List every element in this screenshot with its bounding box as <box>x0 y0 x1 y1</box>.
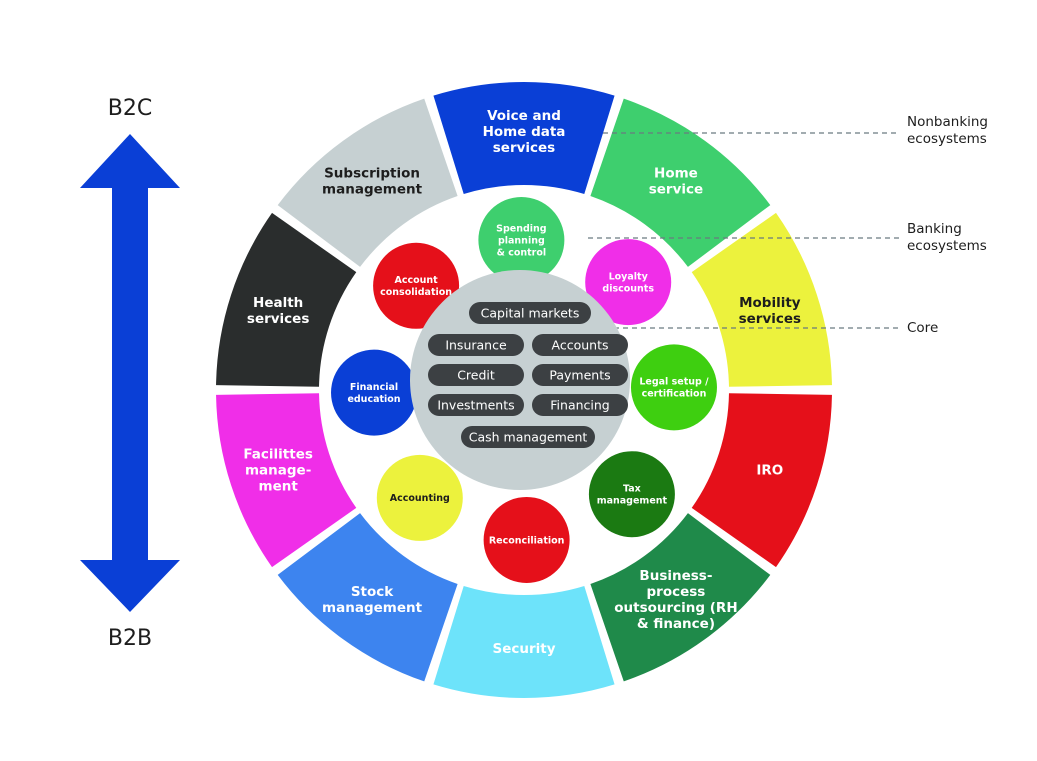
segment-security <box>433 585 615 698</box>
circle-financial-education <box>331 349 418 436</box>
segment-iro <box>691 393 832 568</box>
core-pill-label-investments: Investments <box>437 398 514 413</box>
circle-legal-setup-certification <box>630 344 717 431</box>
circle-reconciliation <box>483 496 570 583</box>
b2c-b2b-double-arrow <box>80 134 180 612</box>
b2b-label: B2B <box>107 626 153 651</box>
core-pill-cash-management <box>461 426 595 448</box>
core-label: Core <box>907 320 939 336</box>
core-pill-label-cash-management: Cash management <box>469 430 588 445</box>
segment-home-service <box>590 98 771 267</box>
b2c-label: B2C <box>107 96 153 121</box>
segment-voice-and-home-data-services <box>433 82 615 195</box>
core-pill-accounts <box>532 334 628 356</box>
core-pill-credit <box>428 364 524 386</box>
core-pill-capital-markets <box>469 302 591 324</box>
segment-label-iro: IRO <box>756 463 783 479</box>
core-pill-payments <box>532 364 628 386</box>
core-pill-financing <box>532 394 628 416</box>
segment-mobility-services <box>691 212 832 387</box>
circle-spending-planning-control <box>478 197 565 284</box>
circle-label-legal-setup-certification: Legal setup /certification <box>639 377 709 400</box>
segment-facilittes-manage-ment <box>216 393 357 568</box>
segment-stock-management <box>277 513 458 682</box>
core-pill-label-credit: Credit <box>457 368 495 383</box>
core-pill-label-accounts: Accounts <box>552 338 609 353</box>
core-pill-label-payments: Payments <box>549 368 610 383</box>
circle-accounting <box>376 454 463 541</box>
core-pill-investments <box>428 394 524 416</box>
core-pill-label-financing: Financing <box>550 398 609 413</box>
segment-subscription-management <box>277 98 458 267</box>
circle-label-reconciliation: Reconciliation <box>489 535 565 546</box>
segment-health-services <box>216 212 357 387</box>
segment-label-security: Security <box>492 641 555 657</box>
circle-label-accounting: Accounting <box>390 493 450 504</box>
core-pill-insurance <box>428 334 524 356</box>
core-pill-label-insurance: Insurance <box>445 338 507 353</box>
nonbanking-ecosystems-label: Nonbanking ecosystems <box>907 114 989 147</box>
segment-business-process-outsourcing-rh-finance <box>590 513 771 682</box>
circle-loyalty-discounts <box>585 239 672 326</box>
core-pill-label-capital-markets: Capital markets <box>481 306 580 321</box>
circle-tax-management <box>588 451 675 538</box>
banking-ecosystems-label: Banking ecosystems <box>907 221 987 254</box>
